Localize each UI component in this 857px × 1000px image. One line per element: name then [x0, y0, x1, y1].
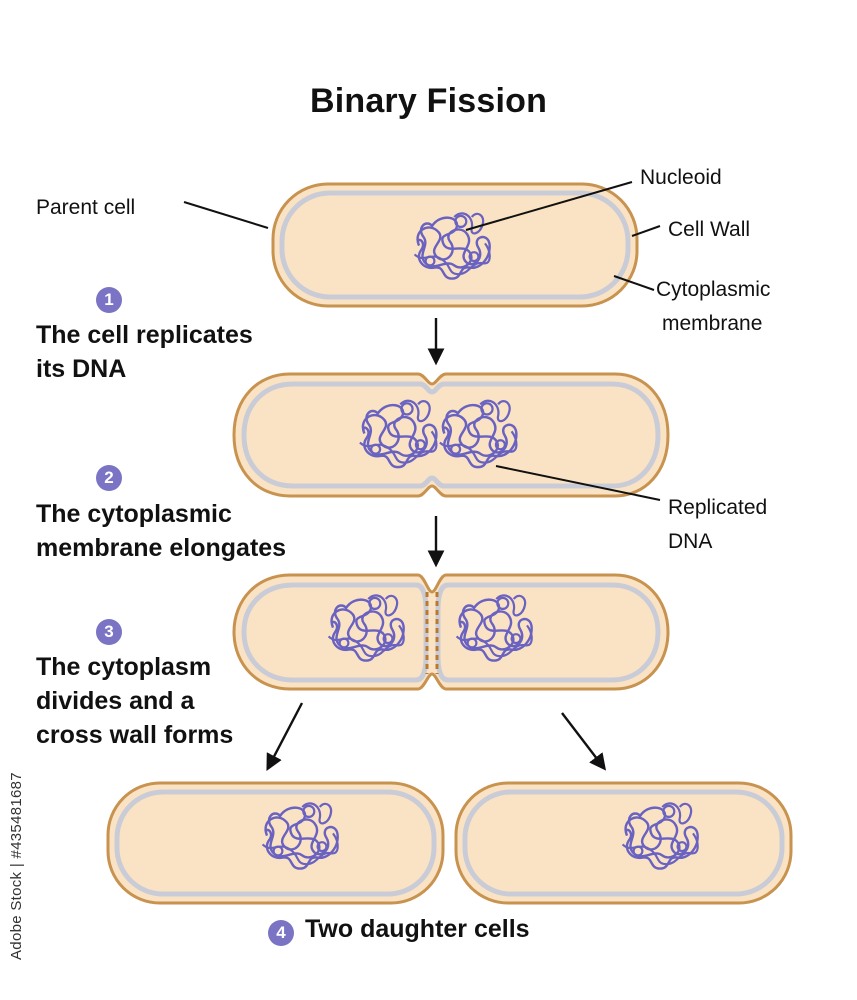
nucleoid-label: Nucleoid	[640, 166, 722, 189]
cell-wall-label: Cell Wall	[668, 218, 751, 241]
step-3-line-2: divides and a	[36, 687, 195, 715]
step-2-line-2: membrane elongates	[36, 534, 287, 562]
step-2-line-1: The cytoplasmic	[36, 500, 232, 528]
parent-cell-leader	[183, 201, 269, 229]
replicated-dna-leader	[495, 465, 661, 501]
step-1-line-1: The cell replicates	[36, 321, 253, 349]
dividing-cell	[232, 573, 670, 691]
stock-watermark-id: Adobe Stock | #435481687	[8, 772, 25, 960]
step-3-line-1: The cytoplasm	[36, 653, 212, 681]
replicated-dna-label-line2: DNA	[668, 530, 713, 553]
cytoplasmic-membrane-label-line2: membrane	[662, 312, 763, 335]
arrow-to-left-daughter	[266, 702, 304, 771]
diagram-title: Binary Fission	[309, 82, 548, 120]
daughter-cell-left	[106, 781, 445, 905]
step-4-badge: 4	[268, 920, 294, 946]
daughter-cell-right	[454, 781, 793, 905]
step-2-badge: 2	[96, 465, 122, 491]
step-1-text: The cell replicates its DNA	[36, 318, 253, 386]
process-arrows	[266, 318, 607, 771]
step-3-text: The cytoplasm divides and a cross wall f…	[36, 650, 233, 752]
arrow-to-right-daughter	[561, 712, 607, 771]
elongated-cell	[232, 372, 670, 498]
replicated-dna-label-line1: Replicated	[668, 496, 768, 519]
cell-wall-leader	[631, 225, 661, 237]
step-3-badge: 3	[96, 619, 122, 645]
step-3-line-3: cross wall forms	[36, 721, 234, 749]
step-1-badge: 1	[96, 287, 122, 313]
leader-lines	[183, 181, 661, 501]
cytoplasmic-membrane-label-line1: Cytoplasmic	[656, 278, 771, 301]
step-1-line-2: its DNA	[36, 355, 127, 383]
nucleoid-leader	[465, 181, 633, 231]
step-2-text: The cytoplasmic membrane elongates	[36, 497, 286, 565]
parent-cell-label: Parent cell	[36, 196, 136, 219]
step-4-text: Two daughter cells	[305, 915, 530, 943]
parent-cell	[271, 182, 639, 308]
membrane-leader	[613, 275, 655, 291]
